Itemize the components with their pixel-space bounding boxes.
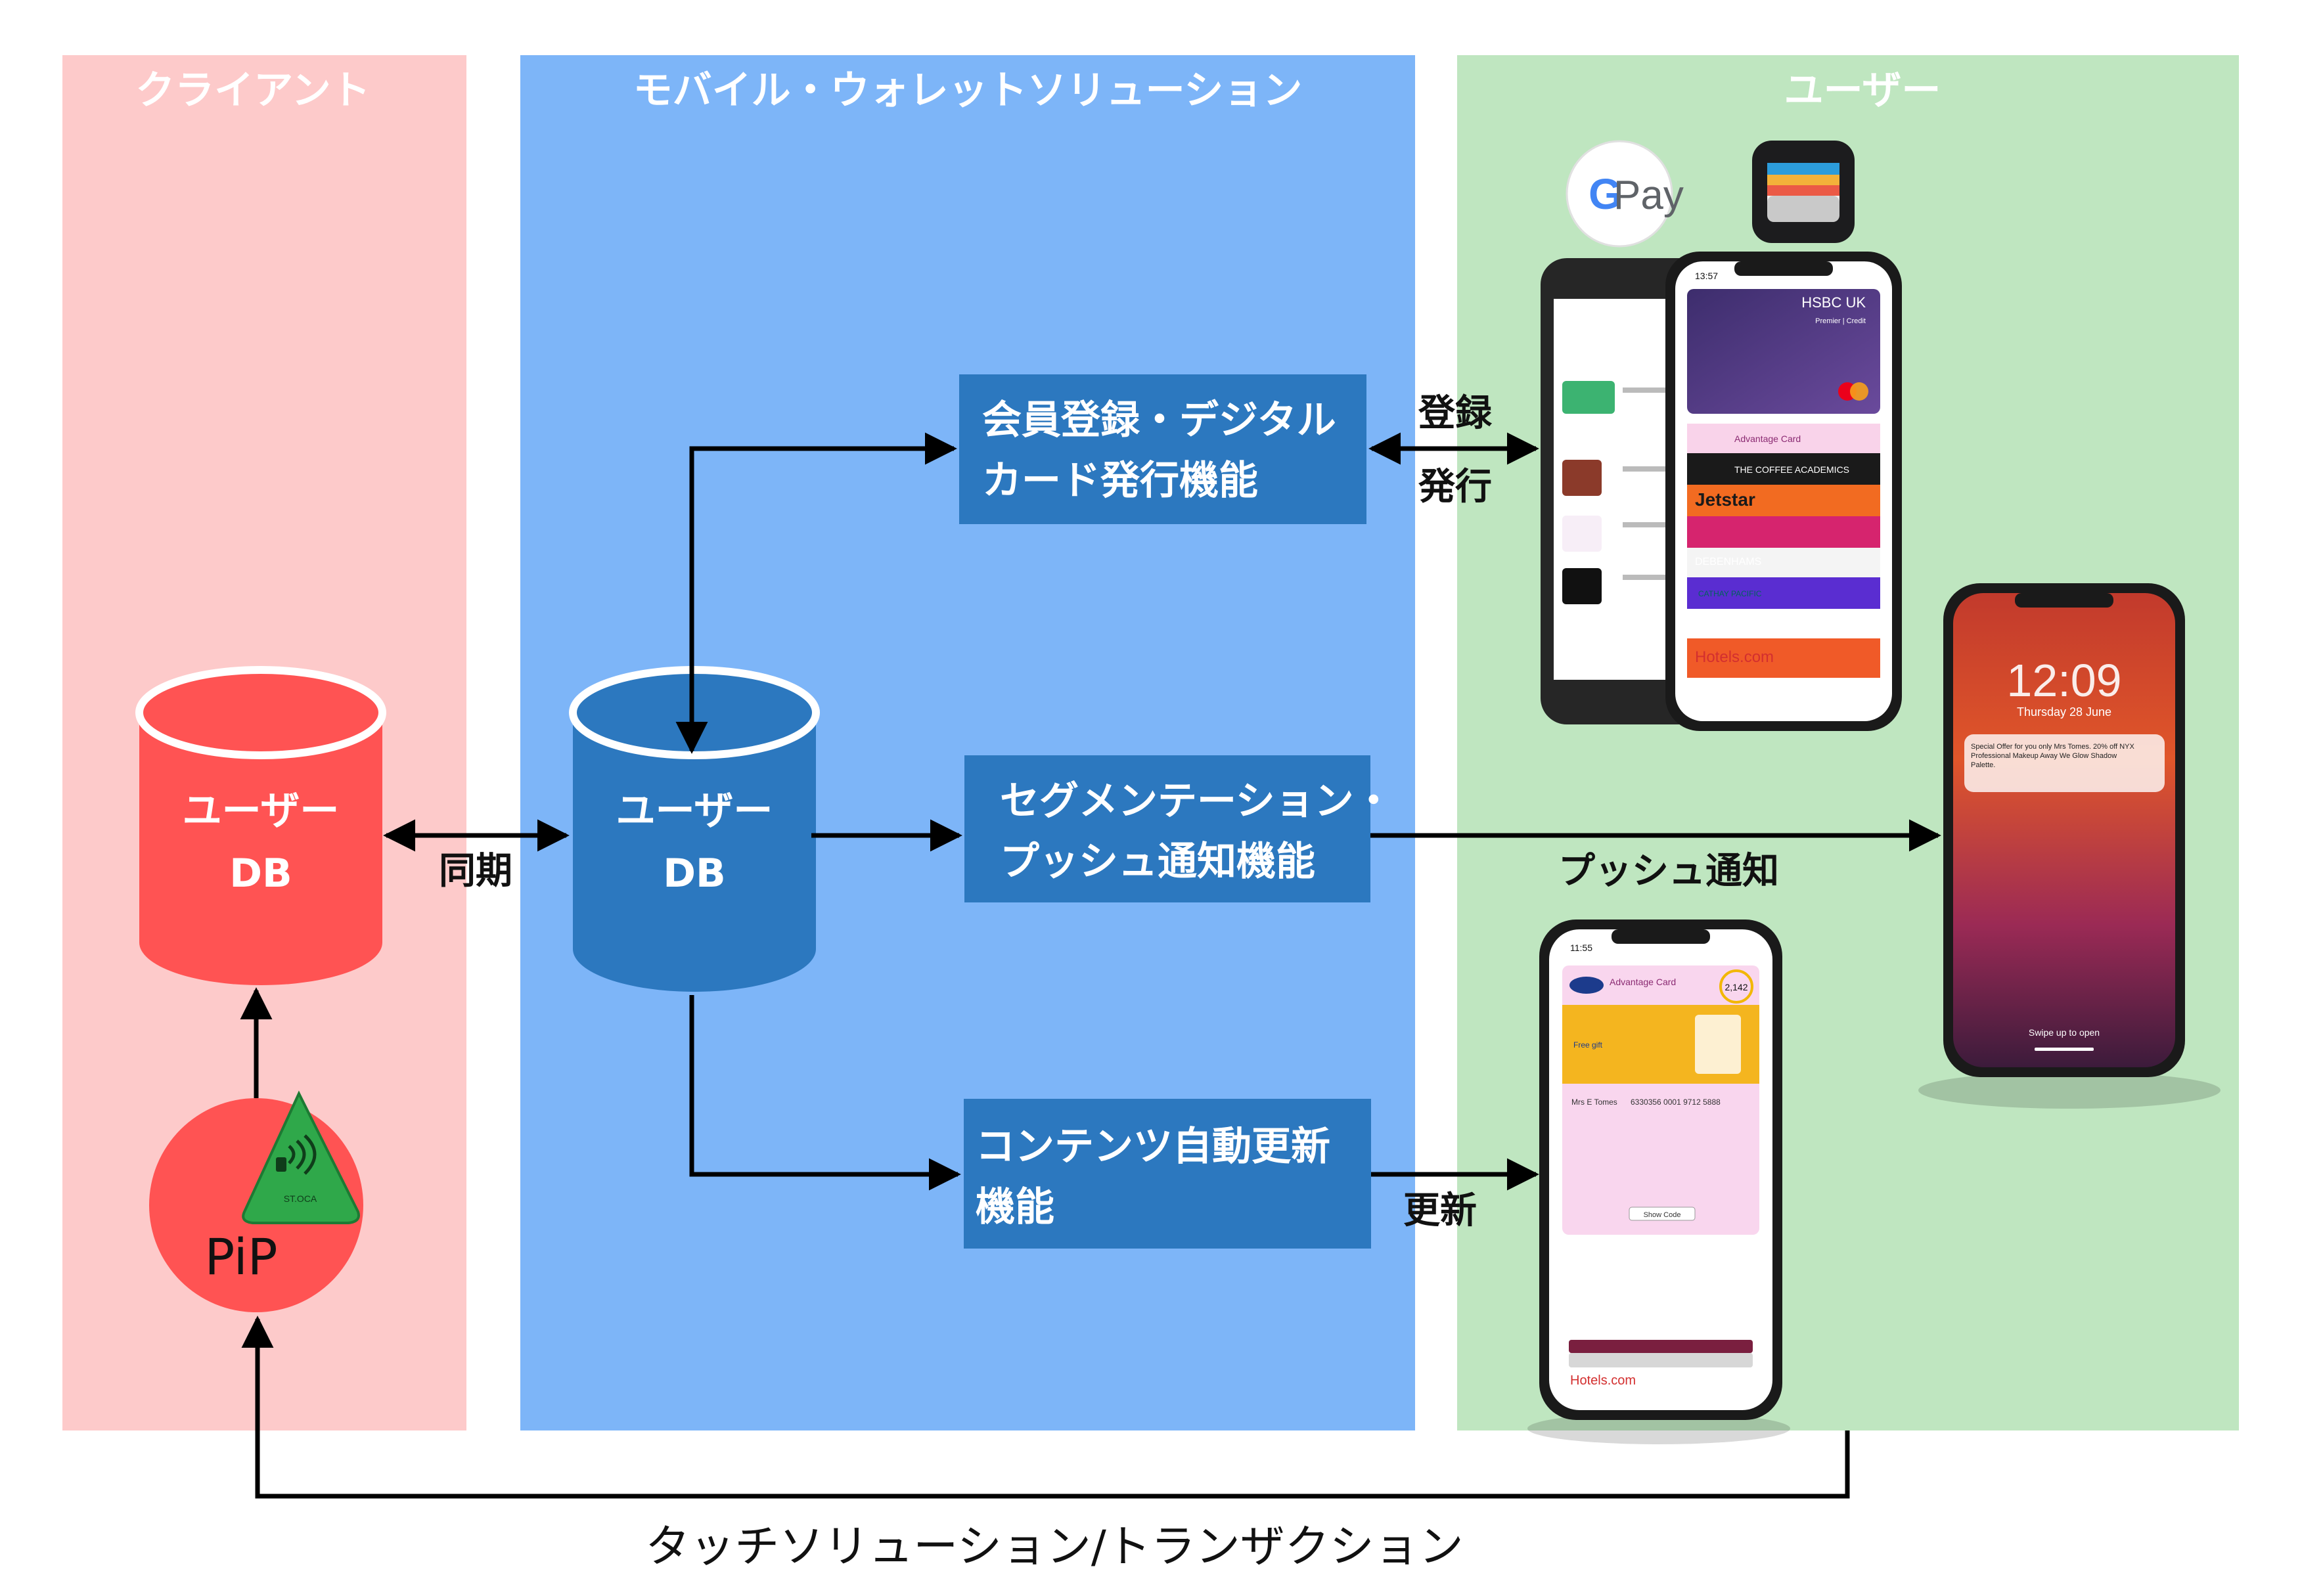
iphone-lockscreen: 12:09 Thursday 28 June Special Offer for… bbox=[1918, 583, 2221, 1109]
iphone-wallet: 13:57 HSBC UK Premier | Credit Advantage… bbox=[1665, 252, 1902, 731]
client-user-db: ユーザー DB bbox=[135, 666, 386, 985]
wallet-card-passkit: PassKit bbox=[1700, 615, 1763, 634]
register-box-line2: カード発行機能 bbox=[982, 458, 1258, 504]
db-update-arrow bbox=[689, 995, 961, 1191]
auto-update-box: コンテンツ自動更新 機能 bbox=[964, 1099, 1371, 1249]
svg-text:ST.OCA: ST.OCA bbox=[284, 1193, 317, 1204]
wallet-card-cathay: CATHAY PACIFIC bbox=[1698, 589, 1762, 598]
wallet-status-time: 13:57 bbox=[1695, 271, 1718, 281]
pip-label: PiP bbox=[204, 1228, 277, 1286]
boots-status-time: 11:55 bbox=[1570, 942, 1592, 953]
apple-wallet-icon bbox=[1752, 141, 1855, 243]
lock-screen-swipe: Swipe up to open bbox=[2029, 1027, 2100, 1038]
google-pay-logo-text: Pay bbox=[1613, 173, 1684, 218]
boots-card-title: Advantage Card bbox=[1610, 977, 1676, 987]
update-edge-label: 更新 bbox=[1403, 1189, 1477, 1232]
touch-transaction-label: タッチソリューション/トランザクション bbox=[645, 1521, 1464, 1573]
client-db-label-line2: DB bbox=[229, 851, 292, 897]
wallet-hsbc-sub: Premier | Credit bbox=[1815, 317, 1866, 325]
lock-screen-time: 12:09 bbox=[2006, 655, 2121, 706]
update-box-line1: コンテンツ自動更新 bbox=[976, 1124, 1330, 1170]
svg-text:G: G bbox=[1589, 169, 1622, 218]
boots-free-gift: Free gift bbox=[1573, 1040, 1603, 1050]
db-register-arrow bbox=[675, 432, 957, 754]
touch-transaction-arrow bbox=[241, 1316, 1850, 1499]
register-issue-box: 会員登録・デジタル カード発行機能 bbox=[959, 374, 1366, 524]
segmentation-push-box: セグメンテーション・ プッシュ通知機能 bbox=[964, 755, 1393, 902]
client-column-title: クライアント bbox=[135, 68, 371, 114]
push-box-line2: プッシュ通知機能 bbox=[1000, 839, 1315, 885]
sync-label: 同期 bbox=[439, 850, 512, 893]
solution-db-label-line1: ユーザー bbox=[616, 788, 773, 834]
wallet-hsbc-card: HSBC UK bbox=[1801, 294, 1866, 311]
lock-screen-date: Thursday 28 June bbox=[2017, 705, 2111, 719]
nfc-tag-icon bbox=[242, 1090, 360, 1224]
wallet-card-debenhams: DEBENHAMS bbox=[1695, 556, 1761, 567]
pip-device: ST.OCA PiP bbox=[149, 1090, 363, 1312]
wallet-card-eventbrite: Eventbrite bbox=[1696, 682, 1744, 694]
boots-member-number: 6330356 0001 9712 5888 bbox=[1631, 1097, 1721, 1107]
solution-column-title: モバイル・ウォレットソリューション bbox=[633, 68, 1303, 114]
wallet-card-coffee: THE COFFEE ACADEMICS bbox=[1734, 464, 1849, 475]
user-column-title: ユーザー bbox=[1784, 68, 1941, 114]
boots-points: 2,142 bbox=[1725, 982, 1748, 992]
issue-edge-label: 発行 bbox=[1418, 466, 1492, 508]
solution-db-label-line2: DB bbox=[663, 851, 726, 897]
register-box-line1: 会員登録・デジタル bbox=[982, 397, 1336, 443]
push-edge-label: プッシュ通知 bbox=[1558, 850, 1779, 893]
update-box-line2: 機能 bbox=[976, 1184, 1054, 1230]
push-box-line1: セグメンテーション・ bbox=[1000, 778, 1393, 824]
wallet-card-boots: Advantage Card bbox=[1734, 433, 1801, 444]
boots-show-code: Show Code bbox=[1644, 1211, 1681, 1219]
wallet-card-jetstar: Jetstar bbox=[1695, 489, 1755, 510]
arrows bbox=[240, 432, 1941, 1499]
google-pay-logo: G Pay bbox=[1566, 140, 1684, 248]
boots-member-name: Mrs E Tomes bbox=[1571, 1097, 1617, 1107]
register-edge-label: 登録 bbox=[1418, 392, 1493, 435]
boots-footer-card: Hotels.com bbox=[1570, 1373, 1636, 1388]
iphone-boots-card: 11:55 Advantage Card 2,142 Free gift Mrs… bbox=[1527, 920, 1790, 1444]
client-db-label-line1: ユーザー bbox=[183, 788, 340, 834]
wallet-card-hotels: Hotels.com bbox=[1695, 648, 1774, 666]
lock-screen-notification: Special Offer for you only Mrs Tomes. 20… bbox=[1971, 743, 2134, 769]
solution-user-db: ユーザー DB bbox=[569, 666, 820, 992]
